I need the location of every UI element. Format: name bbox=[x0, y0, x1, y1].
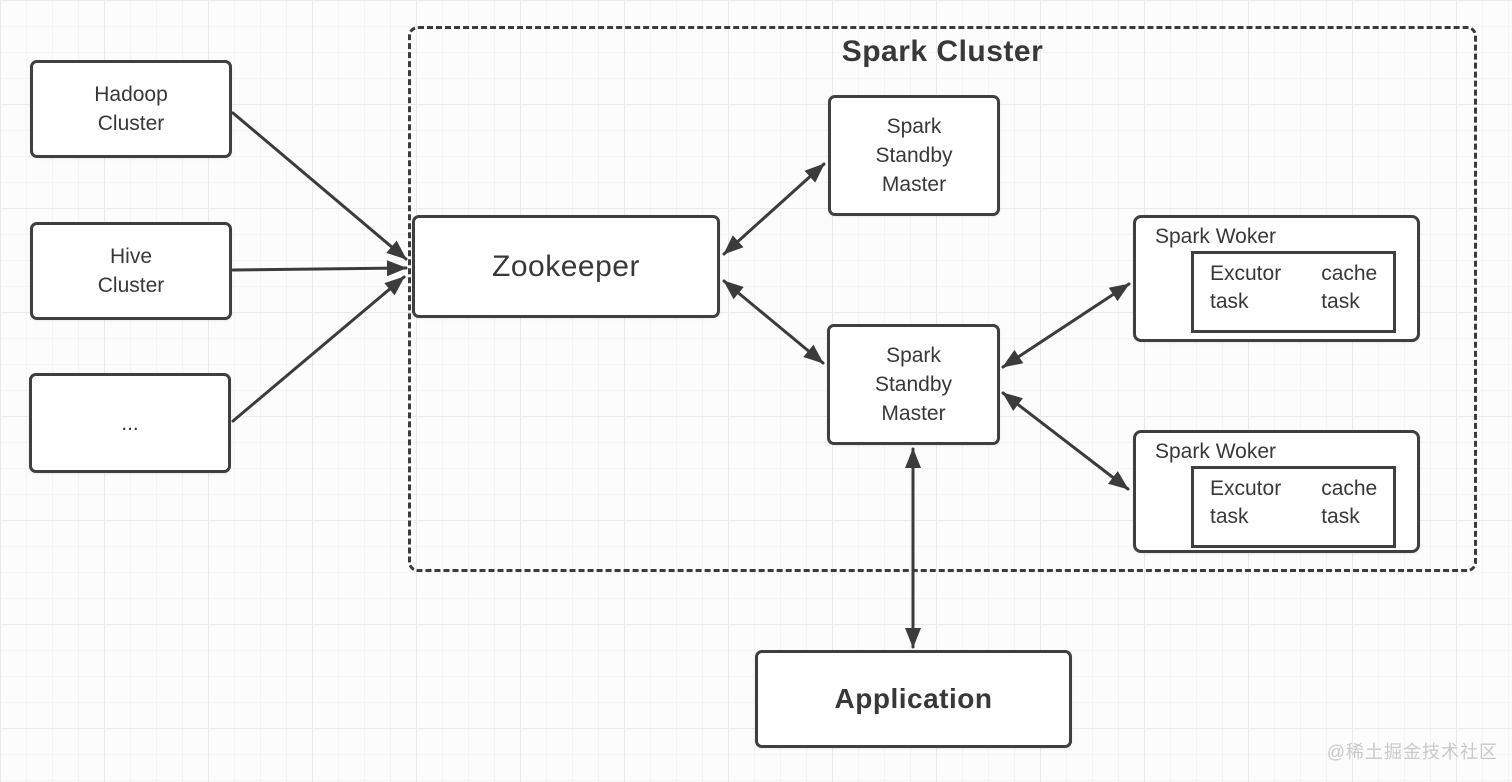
master-bottom-label-line3: Master bbox=[881, 402, 946, 425]
hadoop-cluster-label-line2: Cluster bbox=[97, 112, 165, 135]
master-bottom-label-line1: Spark bbox=[886, 344, 941, 367]
cache-label-line2: task bbox=[1321, 290, 1360, 313]
spark-standby-master-bottom-node: Spark Standby Master bbox=[827, 324, 1000, 445]
application-label: Application bbox=[834, 683, 993, 714]
more-sources-label: ... bbox=[121, 411, 139, 435]
hive-cluster-label-line1: Hive bbox=[109, 245, 152, 268]
cache-task-block: cache task bbox=[1321, 475, 1377, 531]
zookeeper-label: Zookeeper bbox=[492, 249, 640, 283]
master-top-label-line2: Standby bbox=[875, 144, 953, 167]
arrow-hadoop-to-zookeeper bbox=[231, 111, 408, 261]
arrow-more-to-zookeeper bbox=[231, 275, 406, 423]
executor-task-block: Excutor task bbox=[1210, 260, 1281, 316]
master-bottom-label-line2: Standby bbox=[874, 373, 953, 396]
spark-cluster-title: Spark Cluster bbox=[841, 35, 1044, 68]
spark-worker-bottom-executor-box: Excutor task cache task bbox=[1191, 466, 1396, 548]
application-node: Application bbox=[755, 650, 1072, 748]
executor-label-line2: task bbox=[1210, 290, 1249, 313]
cache-label-line1: cache bbox=[1321, 262, 1378, 285]
zookeeper-node: Zookeeper bbox=[412, 215, 720, 318]
cache-label-line1: cache bbox=[1321, 477, 1378, 500]
spark-worker-bottom-node: Spark Woker Excutor task cache task bbox=[1133, 430, 1420, 553]
executor-label-line1: Excutor bbox=[1210, 262, 1282, 285]
spark-cluster-container: Spark Cluster bbox=[408, 26, 1477, 572]
spark-worker-top-executor-box: Excutor task cache task bbox=[1191, 251, 1396, 333]
master-top-label-line3: Master bbox=[881, 173, 947, 196]
cache-label-line2: task bbox=[1321, 505, 1360, 528]
spark-worker-bottom-title: Spark Woker bbox=[1155, 440, 1276, 463]
watermark-text: @稀土掘金技术社区 bbox=[1326, 742, 1498, 762]
hadoop-cluster-node: Hadoop Cluster bbox=[30, 60, 232, 158]
spark-worker-top-title: Spark Woker bbox=[1155, 225, 1276, 248]
hadoop-cluster-label-line1: Hadoop bbox=[94, 83, 168, 106]
hive-cluster-node: Hive Cluster bbox=[30, 222, 232, 320]
spark-worker-top-node: Spark Woker Excutor task cache task bbox=[1133, 215, 1420, 342]
spark-standby-master-top-node: Spark Standby Master bbox=[828, 95, 1000, 216]
master-top-label-line1: Spark bbox=[886, 115, 942, 138]
executor-task-block: Excutor task bbox=[1210, 475, 1281, 531]
more-sources-node: ... bbox=[29, 373, 231, 473]
executor-label-line2: task bbox=[1210, 505, 1249, 528]
hive-cluster-label-line2: Cluster bbox=[97, 274, 165, 297]
cache-task-block: cache task bbox=[1321, 260, 1377, 316]
arrow-hive-to-zookeeper bbox=[231, 260, 408, 277]
executor-label-line1: Excutor bbox=[1210, 477, 1282, 500]
